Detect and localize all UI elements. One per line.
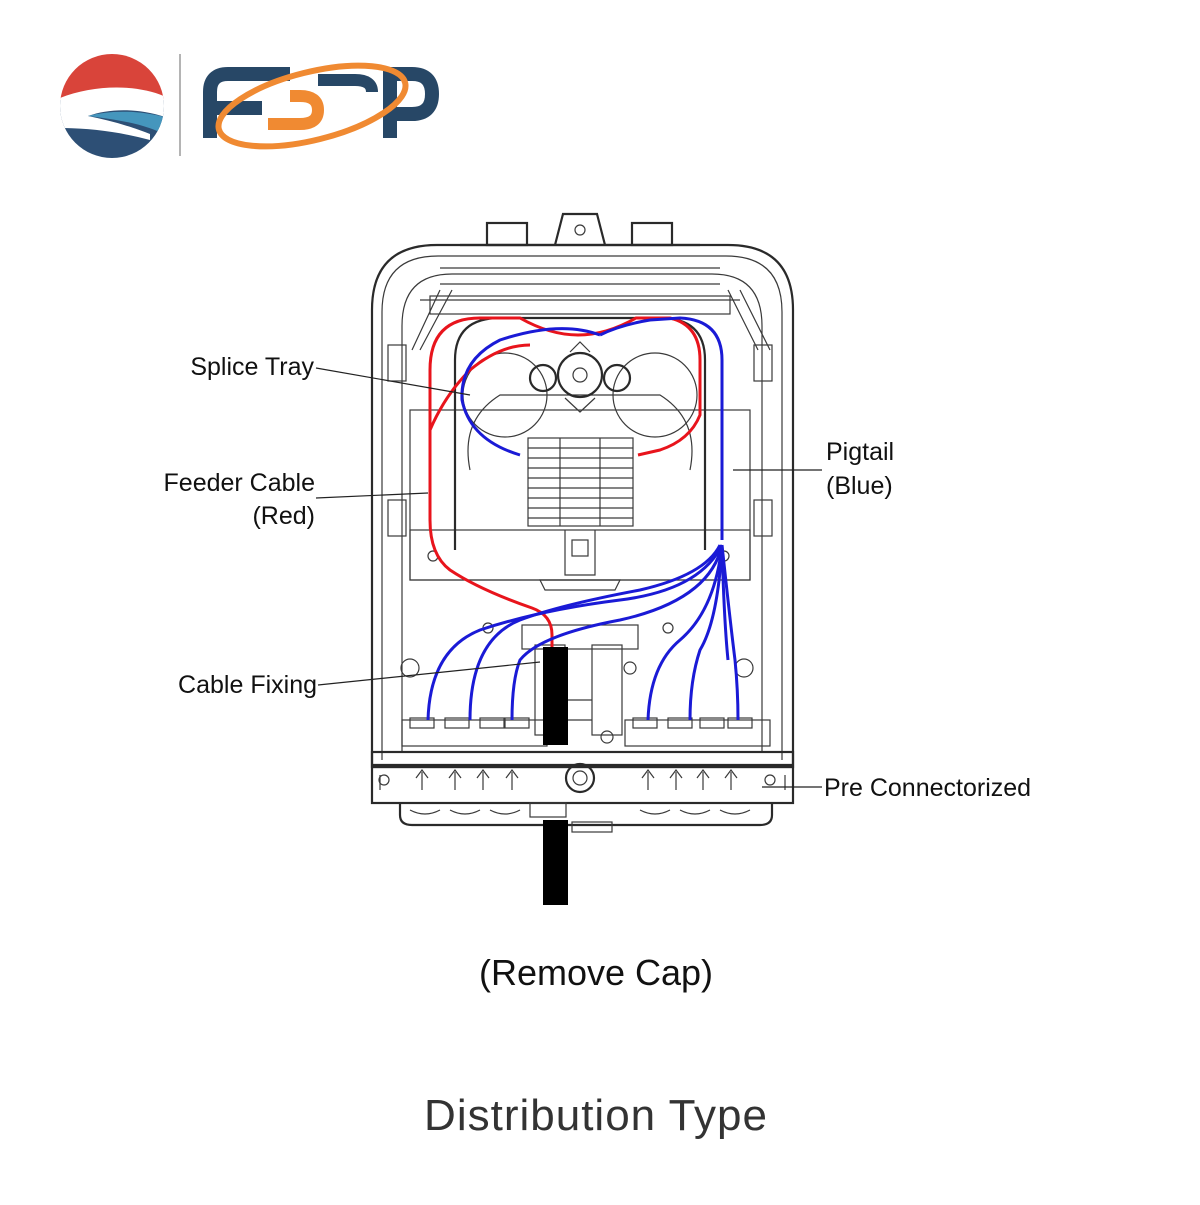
enclosure-drawing (370, 212, 795, 833)
leader-lines (315, 367, 822, 788)
label-splice-tray: Splice Tray (190, 353, 314, 381)
label-feeder-cable-line2: (Red) (252, 502, 315, 530)
adapter-row (401, 717, 771, 747)
label-pigtail-line2: (Blue) (826, 472, 893, 500)
label-cable-fixing: Cable Fixing (178, 671, 317, 699)
label-pigtail-line1: Pigtail (826, 438, 894, 466)
logo-wordmark-icon (203, 62, 440, 150)
caption-remove-cap: (Remove Cap) (479, 952, 713, 993)
label-feeder-cable-line1: Feeder Cable (164, 469, 315, 497)
feeder-cable-red (428, 316, 702, 647)
drop-cable (543, 647, 568, 905)
pigtail-blue (426, 316, 740, 721)
page-title: Distribution Type (424, 1091, 768, 1140)
logo-emblem-icon (60, 54, 164, 158)
port-arrows (415, 769, 738, 790)
label-pre-connectorized: Pre Connectorized (824, 774, 1031, 802)
brand-logo (60, 54, 440, 158)
